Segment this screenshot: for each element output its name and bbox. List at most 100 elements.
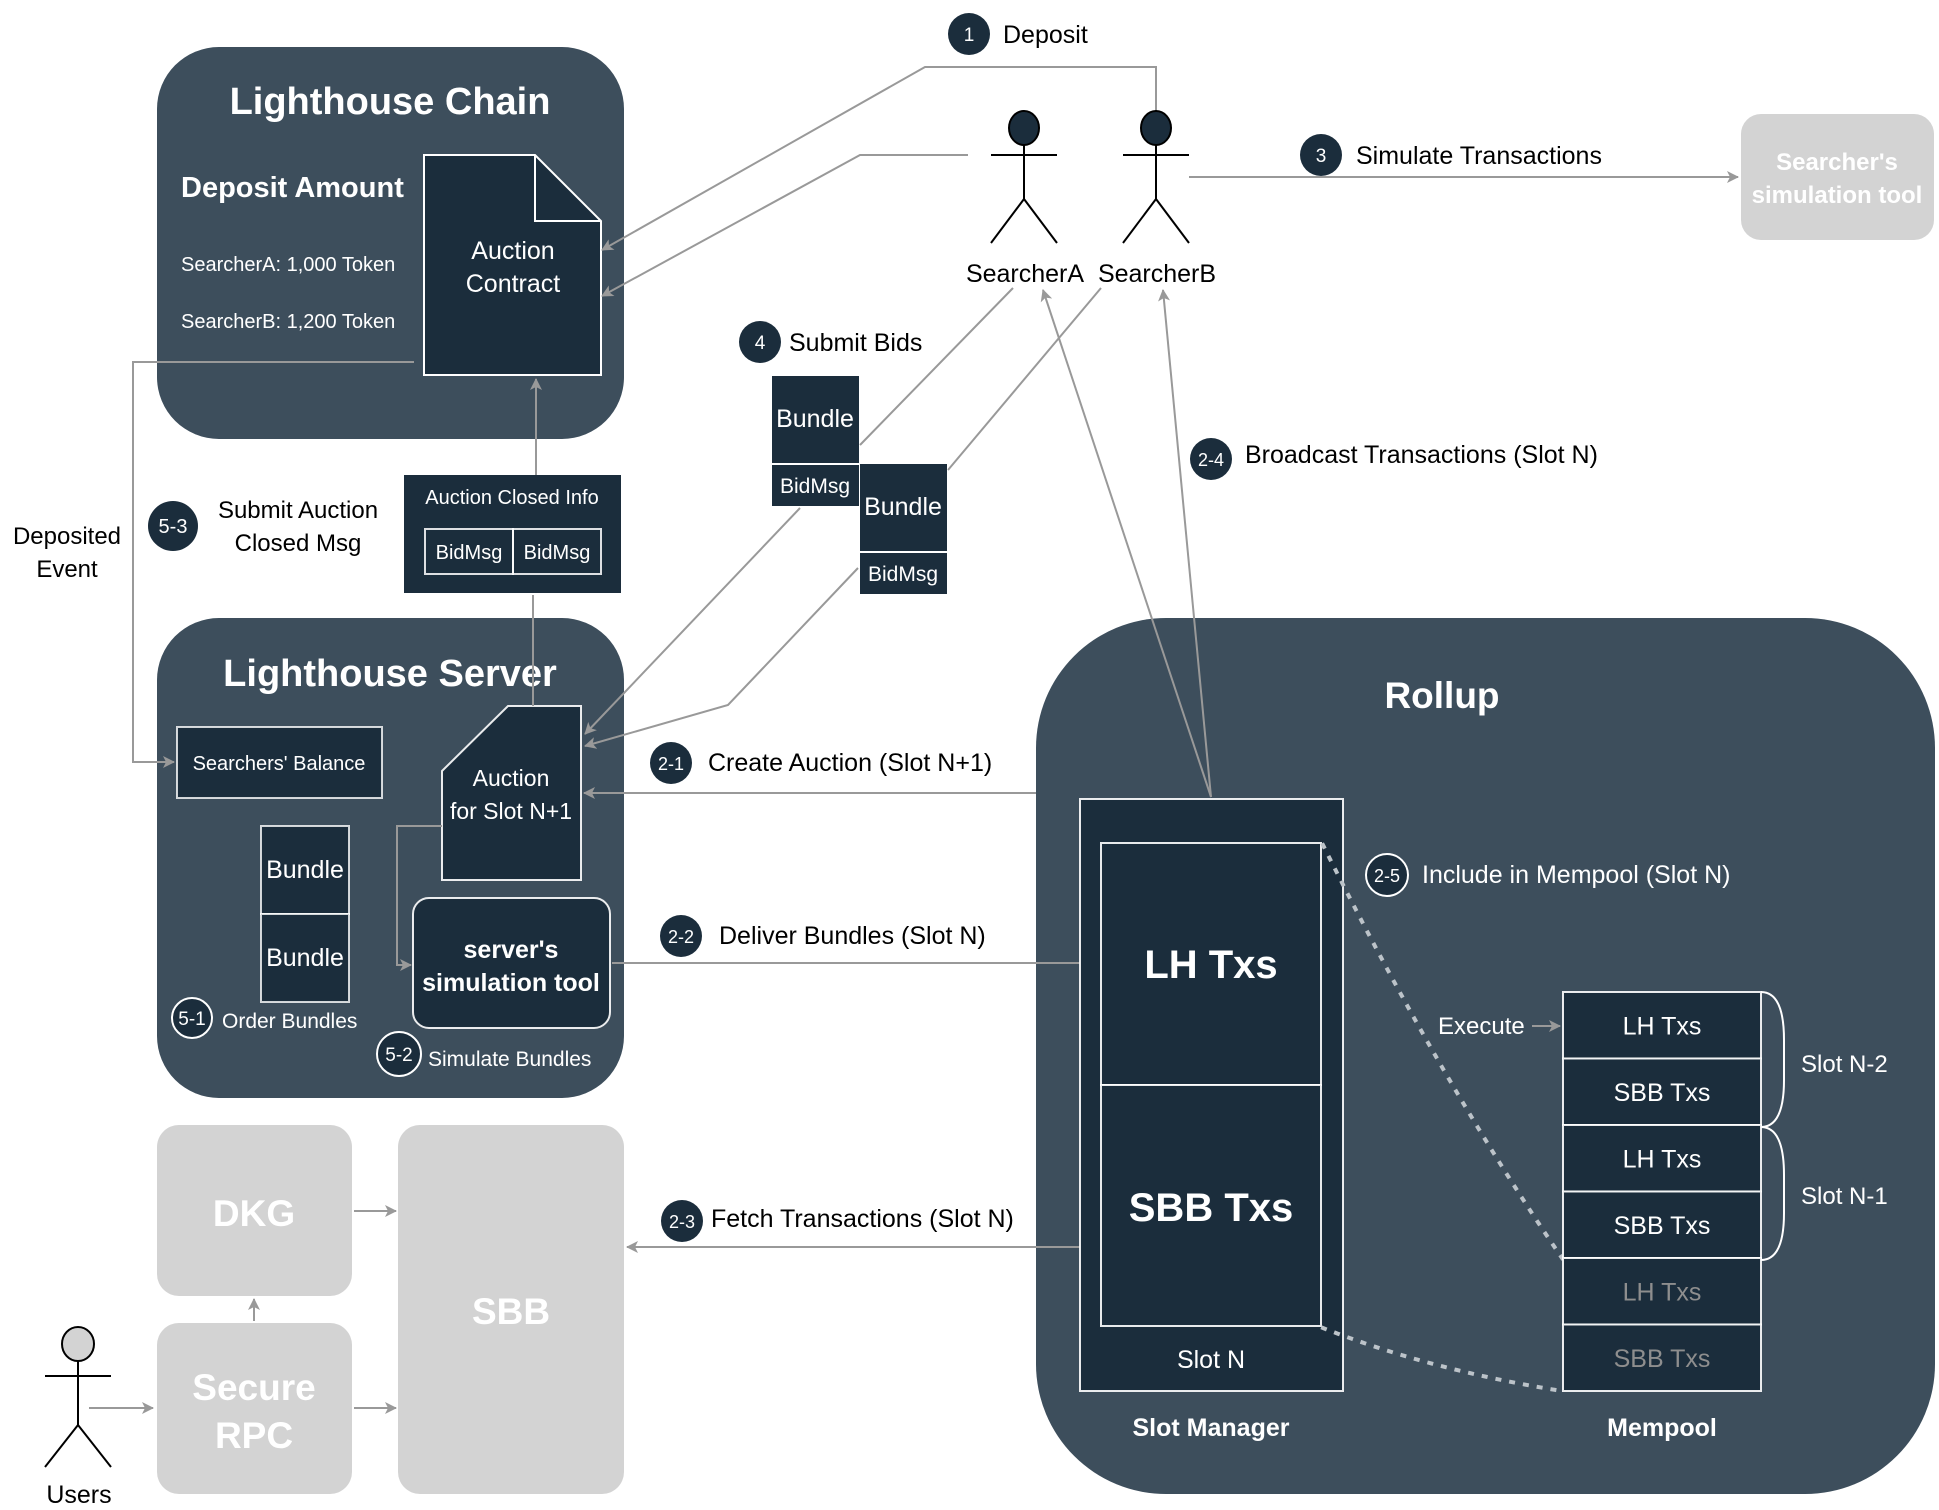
step-5-1-label: Order Bundles [222, 1010, 357, 1033]
users-actor[interactable] [44, 1326, 112, 1468]
mempool-row-label: LH Txs [1623, 1012, 1702, 1040]
step-2-2-label: Deliver Bundles (Slot N) [719, 922, 986, 950]
searcher-simulation-tool-label-1: Searcher's [1776, 149, 1898, 176]
bid-2-bundle-label: Bundle [864, 493, 942, 521]
slot-sbb-txs-box[interactable] [1100, 1084, 1322, 1327]
searcher-b-label: SearcherB [1098, 260, 1216, 288]
line-searcher-b-bid [947, 287, 1102, 471]
auction-contract-document[interactable] [423, 154, 602, 376]
searcher-b-actor[interactable] [1122, 110, 1190, 244]
step-2-2-badge [660, 915, 702, 957]
step-2-1-badge-text: 2-1 [658, 754, 684, 774]
server-simulation-tool-label-1: server's [464, 936, 559, 964]
deposit-amount-heading: Deposit Amount [181, 172, 404, 204]
mempool-row-label: SBB Txs [1614, 1212, 1711, 1240]
step-5-3-label-2: Closed Msg [235, 530, 362, 557]
auction-contract-label-2: Contract [466, 270, 561, 298]
users-label: Users [46, 1481, 111, 1509]
closed-bidmsg-label-1: BidMsg [436, 542, 503, 564]
step-1-label: Deposit [1003, 21, 1088, 49]
mempool-row-label: LH Txs [1623, 1278, 1702, 1306]
sbb-box[interactable] [398, 1125, 624, 1494]
dotted-include-top [1320, 842, 1565, 1261]
searchers-balance-label: Searchers' Balance [193, 753, 366, 775]
arrow-bid-1-to-auction [584, 507, 801, 735]
step-2-4-badge [1190, 438, 1232, 480]
step-5-2-label: Simulate Bundles [428, 1048, 591, 1071]
server-bundle-label-1: Bundle [266, 856, 344, 884]
mempool-row[interactable] [1562, 1323, 1762, 1392]
step-4-badge [739, 321, 781, 363]
bid-1-bidmsg-label: BidMsg [780, 475, 850, 498]
brace-slot-n-1 [1760, 1126, 1785, 1261]
step-2-5-badge [1365, 853, 1409, 897]
arrow-deposit-searcher-b [601, 66, 1157, 251]
searchers-balance-box[interactable] [176, 726, 383, 799]
step-3-badge [1300, 134, 1342, 176]
auction-slot-document[interactable] [441, 705, 582, 881]
auction-slot-label-1: Auction [473, 765, 550, 791]
closed-bidmsg-box-2 [512, 528, 602, 575]
step-4-badge-text: 4 [755, 333, 766, 354]
bid-2-bundle-box[interactable] [860, 464, 947, 551]
execute-label: Execute [1438, 1013, 1525, 1040]
mempool-row[interactable] [1562, 1057, 1762, 1126]
step-5-1-badge [171, 997, 213, 1039]
bid-1-bundle-box[interactable] [772, 376, 859, 463]
step-1-badge [948, 13, 990, 55]
mempool-row-label: SBB Txs [1614, 1345, 1711, 1373]
slot-n-label: Slot N [1177, 1346, 1245, 1374]
server-bundle-box-1[interactable] [260, 825, 350, 915]
step-5-3-badge-text: 5-3 [159, 516, 188, 538]
slot-sbb-txs-label: SBB Txs [1129, 1186, 1294, 1230]
step-5-3-badge [148, 501, 198, 551]
mempool-row-label: LH Txs [1623, 1145, 1702, 1173]
lighthouse-chain-title: Lighthouse Chain [230, 81, 551, 123]
searcher-a-actor[interactable] [990, 110, 1058, 244]
slot-lh-txs-box[interactable] [1100, 842, 1322, 1086]
mempool-label: Mempool [1607, 1414, 1717, 1442]
balance-searcher-a: SearcherA: 1,000 Token [181, 254, 395, 276]
line-searcher-a-bid [859, 287, 1014, 446]
lighthouse-server-title: Lighthouse Server [223, 653, 557, 695]
server-bundle-box-2[interactable] [260, 913, 350, 1003]
step-3-badge-text: 3 [1316, 146, 1327, 167]
arrow-bid-2-to-auction [584, 567, 859, 749]
bid-2-bidmsg-label: BidMsg [868, 563, 938, 586]
dkg-label: DKG [213, 1193, 295, 1234]
server-simulation-tool-label-2: simulation tool [422, 969, 600, 997]
slot-lh-txs-label: LH Txs [1144, 943, 1277, 987]
auction-closed-info-title: Auction Closed Info [425, 487, 598, 509]
searcher-simulation-tool-label-2: simulation tool [1752, 182, 1923, 209]
mempool-row[interactable] [1562, 991, 1762, 1060]
document-fold-icon [534, 155, 601, 222]
step-2-3-badge [661, 1200, 703, 1242]
step-3-label: Simulate Transactions [1356, 142, 1602, 170]
server-simulation-tool-box[interactable] [412, 897, 611, 1029]
arrow-deposit-searcher-a [601, 154, 968, 297]
bid-2-bidmsg-box[interactable] [860, 553, 947, 594]
searcher-simulation-tool-box[interactable] [1741, 114, 1934, 240]
balance-searcher-b: SearcherB: 1,200 Token [181, 311, 395, 333]
mempool-row[interactable] [1562, 1124, 1762, 1193]
deposited-event-label-2: Event [36, 556, 98, 583]
sbb-label: SBB [472, 1291, 550, 1332]
arrow-broadcast-to-searcher-a [1040, 289, 1212, 798]
dkg-box[interactable] [157, 1125, 352, 1296]
step-2-4-label: Broadcast Transactions (Slot N) [1245, 441, 1598, 469]
auction-contract-label-1: Auction [471, 237, 554, 265]
bid-1-bidmsg-box[interactable] [772, 465, 859, 506]
mempool-row-label: SBB Txs [1614, 1079, 1711, 1107]
bid-1-bundle-label: Bundle [776, 405, 854, 433]
rollup-title: Rollup [1384, 675, 1499, 716]
secure-rpc-label-1: Secure [192, 1367, 315, 1408]
secure-rpc-box[interactable] [157, 1323, 352, 1494]
brace-slot-n-2 [1760, 991, 1785, 1128]
mempool-row[interactable] [1562, 1190, 1762, 1259]
auction-slot-label-2: for Slot N+1 [450, 798, 572, 824]
arrow-auction-to-simulation [396, 825, 442, 971]
deposited-event-label-1: Deposited [13, 523, 121, 550]
step-2-3-label: Fetch Transactions (Slot N) [711, 1205, 1014, 1233]
